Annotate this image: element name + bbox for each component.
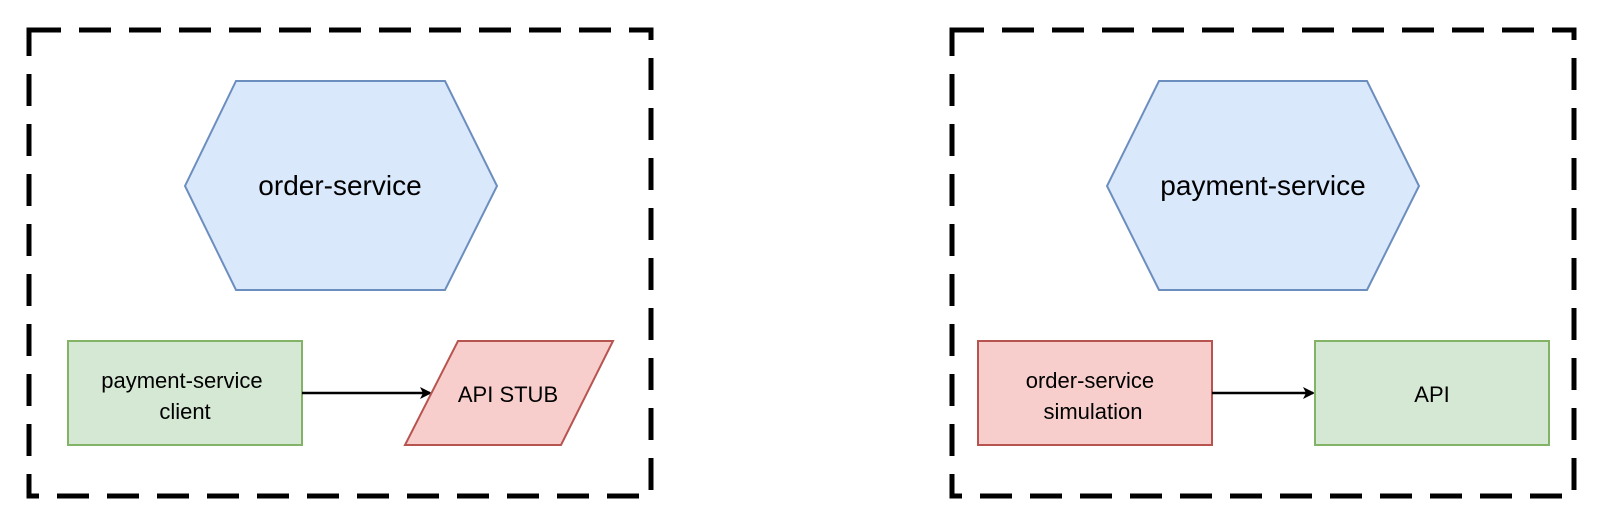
api-node[interactable]: API xyxy=(1314,340,1550,446)
api-label: API xyxy=(1414,382,1449,407)
payment-service-node[interactable]: payment-service xyxy=(1105,80,1421,291)
order-service-label: order-service xyxy=(258,170,421,201)
api-stub-parallelogram xyxy=(403,340,615,446)
payment-service-client-label-line-1: payment-service xyxy=(101,368,262,393)
order-service-simulation-label-line-2: simulation xyxy=(1043,399,1142,424)
api-stub-label: API STUB xyxy=(458,382,558,407)
order-service-simulation-label-line-1: order-service xyxy=(1026,368,1154,393)
api-box xyxy=(1314,340,1550,446)
left-group-frame xyxy=(26,27,654,499)
payment-service-client-label-line-2: client xyxy=(159,399,210,424)
order-service-node[interactable]: order-service xyxy=(183,80,499,291)
order-service-simulation-label: order-service simulation xyxy=(1026,368,1161,424)
payment-service-client-box xyxy=(67,340,303,446)
payment-service-label: payment-service xyxy=(1160,170,1365,201)
order-service-simulation-box xyxy=(977,340,1213,446)
order-service-simulation-node[interactable]: order-service simulation xyxy=(977,340,1213,446)
api-stub-node[interactable]: API STUB xyxy=(403,340,615,446)
right-group-frame xyxy=(949,27,1577,499)
payment-service-hexagon xyxy=(1105,80,1421,291)
order-service-hexagon xyxy=(183,80,499,291)
payment-service-client-node[interactable]: payment-service client xyxy=(67,340,303,446)
right-group: payment-service order-service simulation… xyxy=(949,27,1577,499)
payment-service-client-label: payment-service client xyxy=(101,368,269,424)
left-group: order-service payment-service client API… xyxy=(26,27,654,499)
